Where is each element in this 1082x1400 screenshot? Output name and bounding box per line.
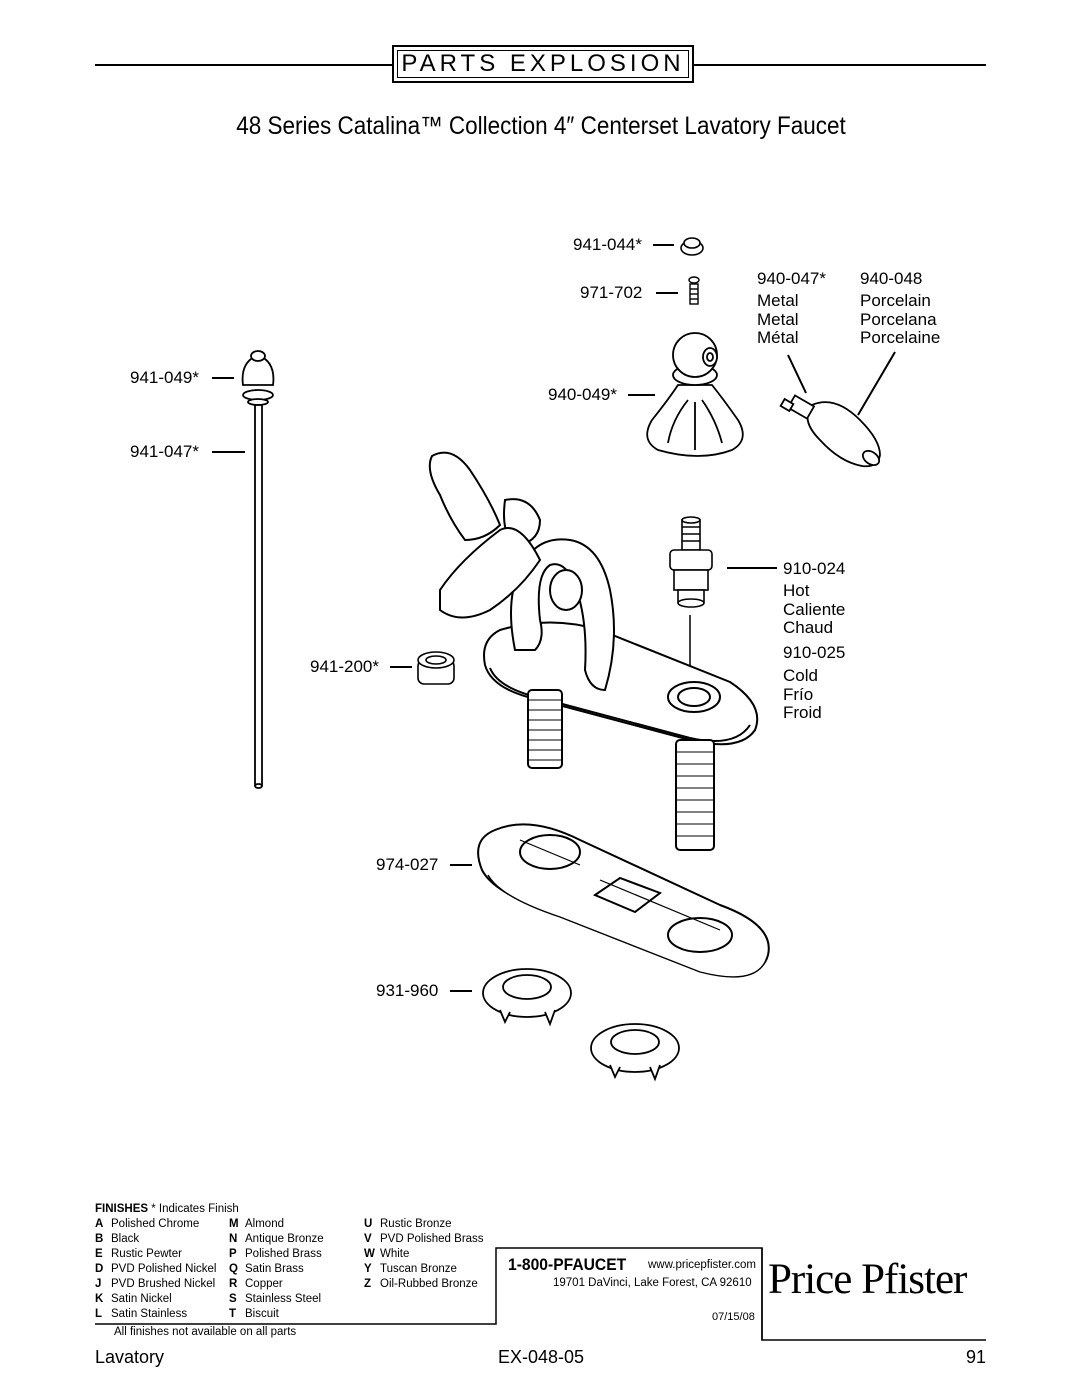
label-941-200: 941-200* bbox=[310, 657, 380, 676]
finishes-heading: FINISHES * Indicates Finish bbox=[95, 1202, 239, 1217]
finishes-availability-note: All finishes not available on all parts bbox=[114, 1326, 297, 1338]
shank-threads bbox=[528, 699, 714, 837]
leader-940-048 bbox=[857, 351, 896, 416]
leader-940-047 bbox=[787, 354, 807, 394]
cold-es: Frío bbox=[783, 684, 814, 704]
label-931-960: 931-960 bbox=[376, 981, 439, 1000]
mounting-nut-931-960-a bbox=[482, 968, 572, 1027]
banner-rule-right bbox=[694, 64, 986, 66]
footer-border bbox=[95, 1247, 986, 1341]
finishes-note-heading: * Indicates Finish bbox=[151, 1203, 239, 1215]
faucet-body bbox=[428, 451, 759, 851]
cartridge-910-024 bbox=[669, 516, 713, 608]
hot-fr: Chaud bbox=[783, 618, 834, 637]
index-cap-941-044 bbox=[680, 237, 704, 256]
label-941-049: 941-049* bbox=[130, 368, 200, 387]
label-941-047: 941-047* bbox=[130, 442, 200, 461]
banner-rule-left bbox=[95, 64, 392, 66]
hot-es: Caliente bbox=[783, 599, 846, 619]
finishes-title: FINISHES bbox=[95, 1203, 149, 1215]
gasket-974-027 bbox=[477, 823, 770, 978]
handle-base-940-049 bbox=[646, 332, 744, 457]
footer-page-number: 91 bbox=[966, 1347, 987, 1367]
cold-cartridge-desc: Cold Frío Froid bbox=[783, 666, 822, 723]
metal-es: Metal bbox=[757, 309, 799, 329]
lift-rod-941-047 bbox=[254, 404, 263, 789]
aerator-941-200 bbox=[417, 651, 455, 685]
label-974-027: 974-027 bbox=[376, 855, 439, 874]
label-971-702: 971-702 bbox=[580, 283, 643, 302]
porcelain-en: Porcelain bbox=[860, 291, 931, 310]
metal-fr: Métal bbox=[757, 328, 799, 347]
screw-971-702 bbox=[688, 276, 700, 305]
metal-handle-desc: Metal Metal Métal bbox=[757, 291, 799, 348]
porcelain-handle-desc: Porcelain Porcelana Porcelaine bbox=[860, 291, 941, 348]
porcelain-fr: Porcelaine bbox=[860, 328, 941, 347]
label-940-048: 940-048 bbox=[860, 269, 923, 288]
label-941-044: 941-044* bbox=[573, 235, 643, 254]
footer-doc-number: EX-048-05 bbox=[498, 1347, 585, 1367]
cold-en: Cold bbox=[783, 666, 818, 685]
phone-number: 1-800-PFAUCET bbox=[508, 1255, 627, 1274]
label-910-025: 910-025 bbox=[783, 643, 846, 662]
label-940-049: 940-049* bbox=[548, 385, 618, 404]
mounting-nut-931-960-b bbox=[590, 1023, 680, 1082]
label-910-024: 910-024 bbox=[783, 559, 846, 578]
label-940-047: 940-047* bbox=[757, 269, 827, 288]
porcelain-es: Porcelana bbox=[860, 309, 937, 329]
lever-handle-940-047 bbox=[779, 394, 881, 468]
address: 19701 DaVinci, Lake Forest, CA 92610 bbox=[553, 1277, 752, 1289]
hot-en: Hot bbox=[783, 581, 810, 600]
brand-logo: Price Pfister bbox=[768, 1256, 967, 1303]
hot-cartridge-desc: Hot Caliente Chaud bbox=[783, 581, 846, 638]
website-link[interactable]: www.pricepfister.com bbox=[648, 1259, 757, 1271]
revision-date: 07/15/08 bbox=[712, 1311, 755, 1323]
footer-category: Lavatory bbox=[95, 1347, 165, 1367]
banner-box: PARTS EXPLOSION bbox=[392, 45, 694, 83]
cold-fr: Froid bbox=[783, 703, 822, 722]
banner-title: PARTS EXPLOSION bbox=[397, 50, 689, 78]
metal-en: Metal bbox=[757, 291, 799, 310]
document-title: 48 Series Catalina™ Collection 4″ Center… bbox=[236, 112, 846, 140]
pop-up-knob-941-049 bbox=[241, 350, 275, 406]
